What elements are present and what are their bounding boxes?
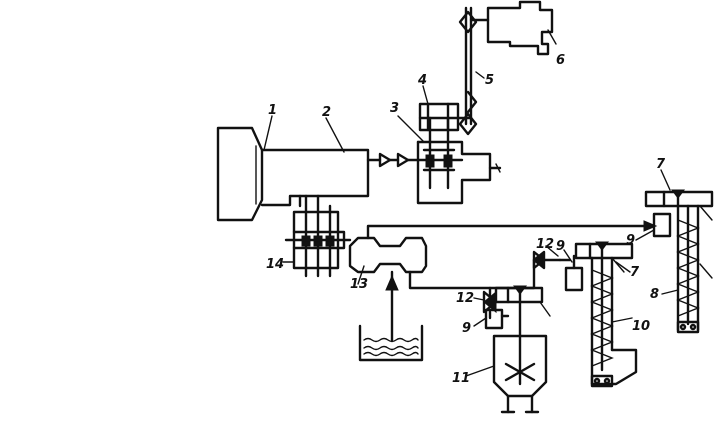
reduction-gear	[418, 90, 478, 136]
label-4: 4	[417, 73, 427, 88]
driven-unit	[469, 0, 557, 56]
label-9-upper: 9	[626, 233, 635, 248]
actuator-9-middle	[564, 254, 584, 292]
auger-conveyor-8	[676, 204, 700, 334]
actuator-9-upper	[652, 212, 672, 238]
label-5: 5	[485, 73, 494, 88]
label-14: 14	[266, 257, 284, 272]
label-2: 2	[322, 105, 331, 120]
leader-lines	[263, 85, 679, 377]
label-12-lower: 12	[456, 291, 474, 306]
label-10: 10	[632, 319, 650, 334]
label-12-middle: 12	[536, 237, 554, 252]
fluid-tank	[358, 324, 424, 362]
auger-drive-middle	[574, 241, 634, 273]
label-3: 3	[390, 101, 399, 116]
pressure-line-lower	[408, 250, 562, 298]
engine-output-shaft	[366, 152, 420, 168]
actuator-9-lower	[484, 308, 510, 330]
label-7-middle: 7	[630, 265, 640, 280]
label-7-upper: 7	[656, 157, 666, 172]
label-9-middle: 9	[556, 239, 565, 254]
transfer-gearbox	[416, 116, 502, 205]
label-1: 1	[268, 103, 277, 118]
label-6: 6	[556, 53, 565, 68]
suction-pipe	[385, 270, 399, 342]
mixer-tank	[492, 334, 548, 414]
gear-train	[284, 194, 352, 278]
auger-conveyor-10	[590, 256, 638, 388]
label-8: 8	[650, 287, 659, 302]
main-pump	[343, 236, 428, 274]
mixer-drive	[494, 285, 551, 386]
engine-block	[260, 148, 370, 208]
label-13: 13	[350, 277, 368, 292]
label-11: 11	[452, 371, 470, 386]
cardan-shaft	[458, 6, 485, 126]
engine-housing	[216, 126, 264, 222]
pressure-line-upper	[366, 220, 658, 240]
label-9-lower: 9	[462, 321, 471, 336]
